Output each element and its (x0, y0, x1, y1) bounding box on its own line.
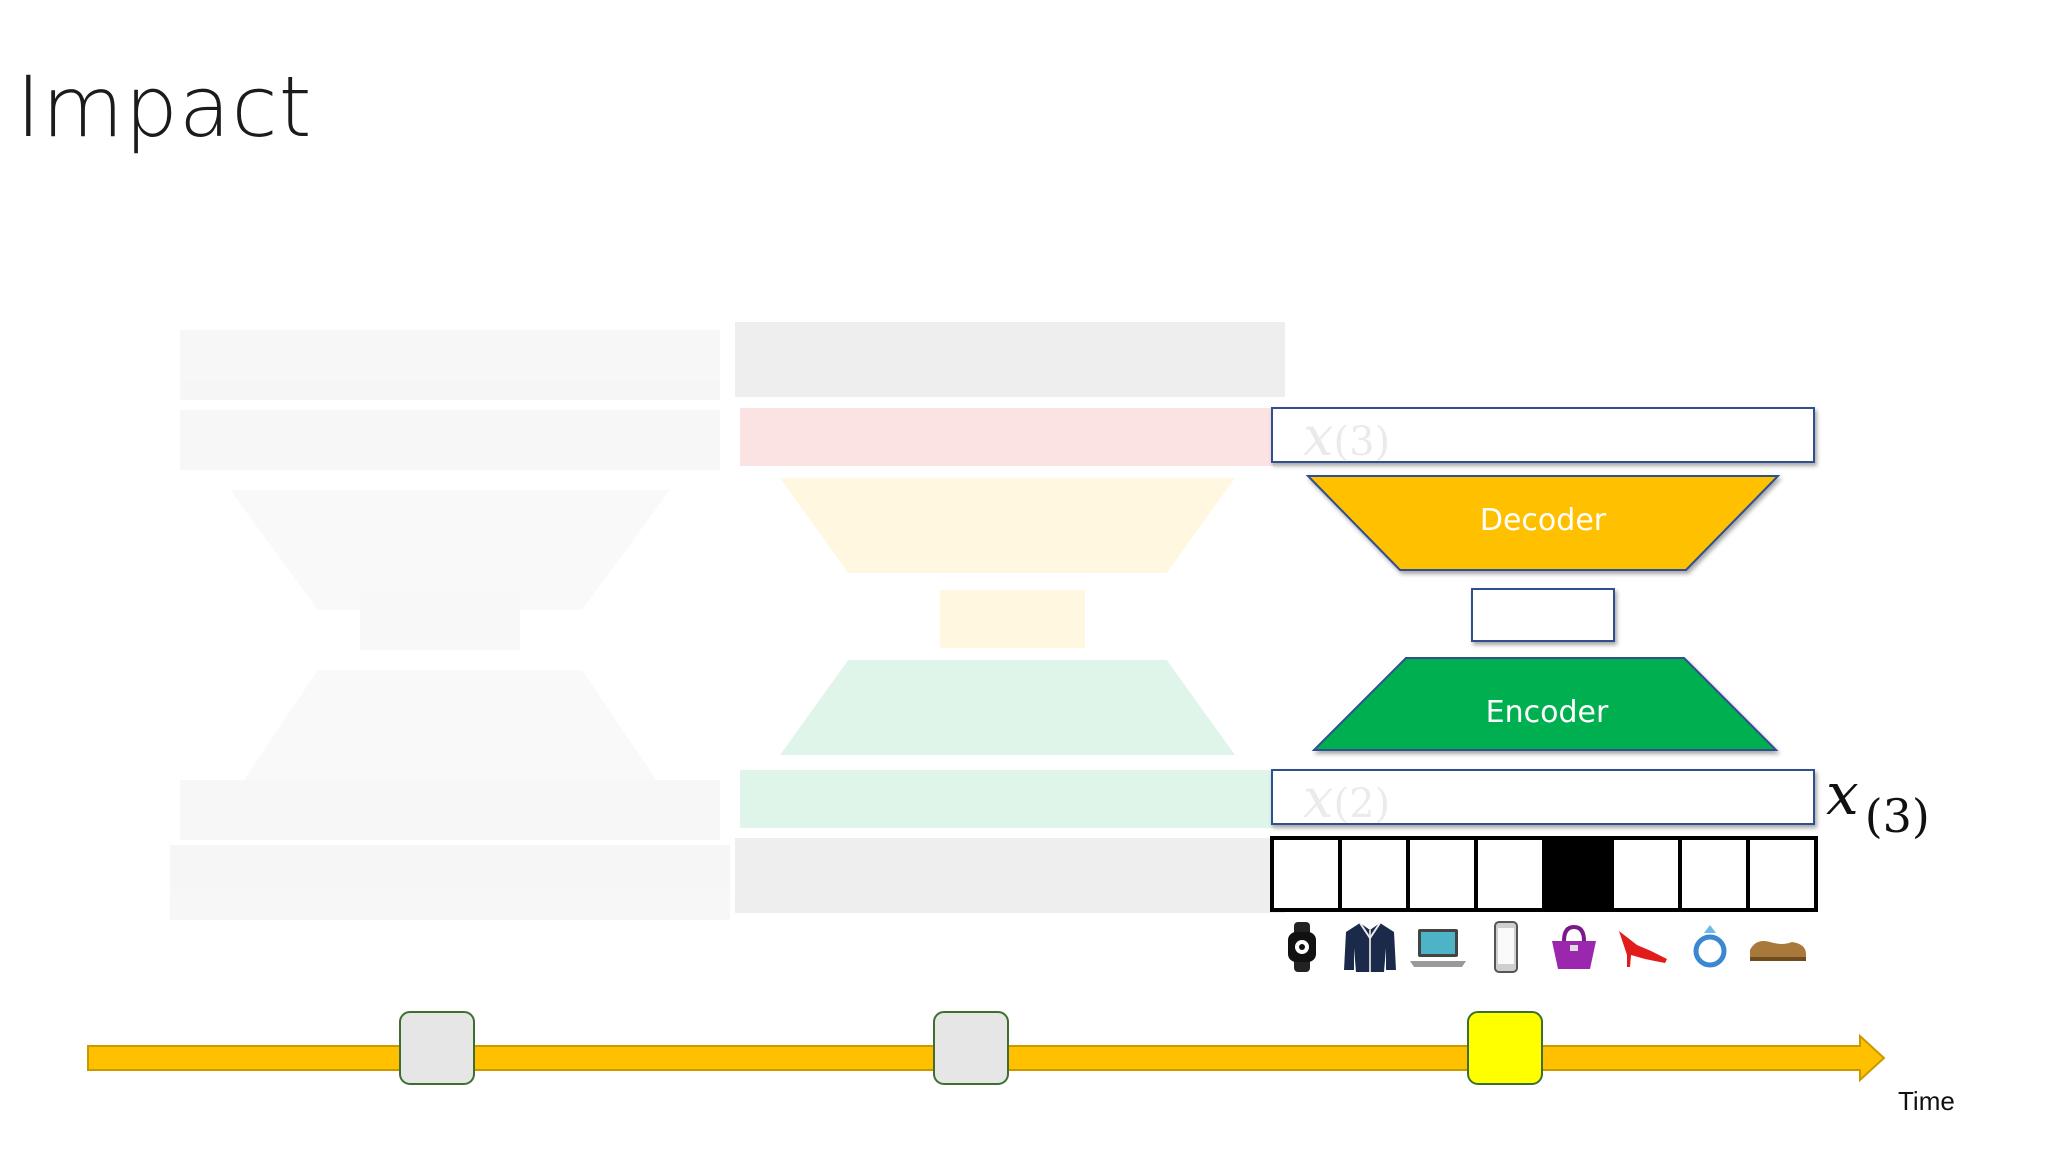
vector-cell-1 (1274, 840, 1338, 908)
output-vector-box: x(3) (1271, 405, 1815, 468)
ghost-output-label: x(3) (1303, 405, 1391, 468)
input-math-label: x(3) (1826, 760, 1930, 843)
timeline-marker-step-3 (1467, 1011, 1543, 1085)
high-heel-icon (1608, 917, 1676, 977)
vector-cell-7 (1682, 840, 1746, 908)
laptop-icon (1404, 917, 1472, 977)
encoder-label: Encoder (1485, 695, 1609, 730)
ghost-input-label: x(2) (1303, 767, 1391, 830)
item-vector (1270, 836, 1818, 912)
handbag-icon (1540, 917, 1608, 977)
shoe-icon (1744, 917, 1812, 977)
item-icons (1268, 917, 1812, 977)
timeline-marker-step-1 (399, 1011, 475, 1085)
time-axis-label: Time (1898, 1086, 1955, 1116)
timeline-marker-step-2 (933, 1011, 1009, 1085)
watch-icon (1268, 917, 1336, 977)
vector-cell-3 (1410, 840, 1474, 908)
phone-icon (1472, 917, 1540, 977)
jacket-icon (1336, 917, 1404, 977)
vector-cell-4 (1478, 840, 1542, 908)
ghost-step-2 (735, 260, 1295, 940)
decoder-block (1305, 475, 1781, 571)
ghost-step-1 (170, 260, 730, 940)
ring-icon (1676, 917, 1744, 977)
vector-cell-5 (1546, 840, 1610, 908)
vector-cell-2 (1342, 840, 1406, 908)
vector-cell-8 (1750, 840, 1814, 908)
vector-cell-6 (1614, 840, 1678, 908)
encoder-block (1311, 657, 1779, 751)
input-vector-box: x(2) (1271, 767, 1815, 830)
latent-code-box (1471, 588, 1615, 642)
decoder-label: Decoder (1479, 503, 1607, 538)
slide-title: Impact (16, 58, 313, 156)
